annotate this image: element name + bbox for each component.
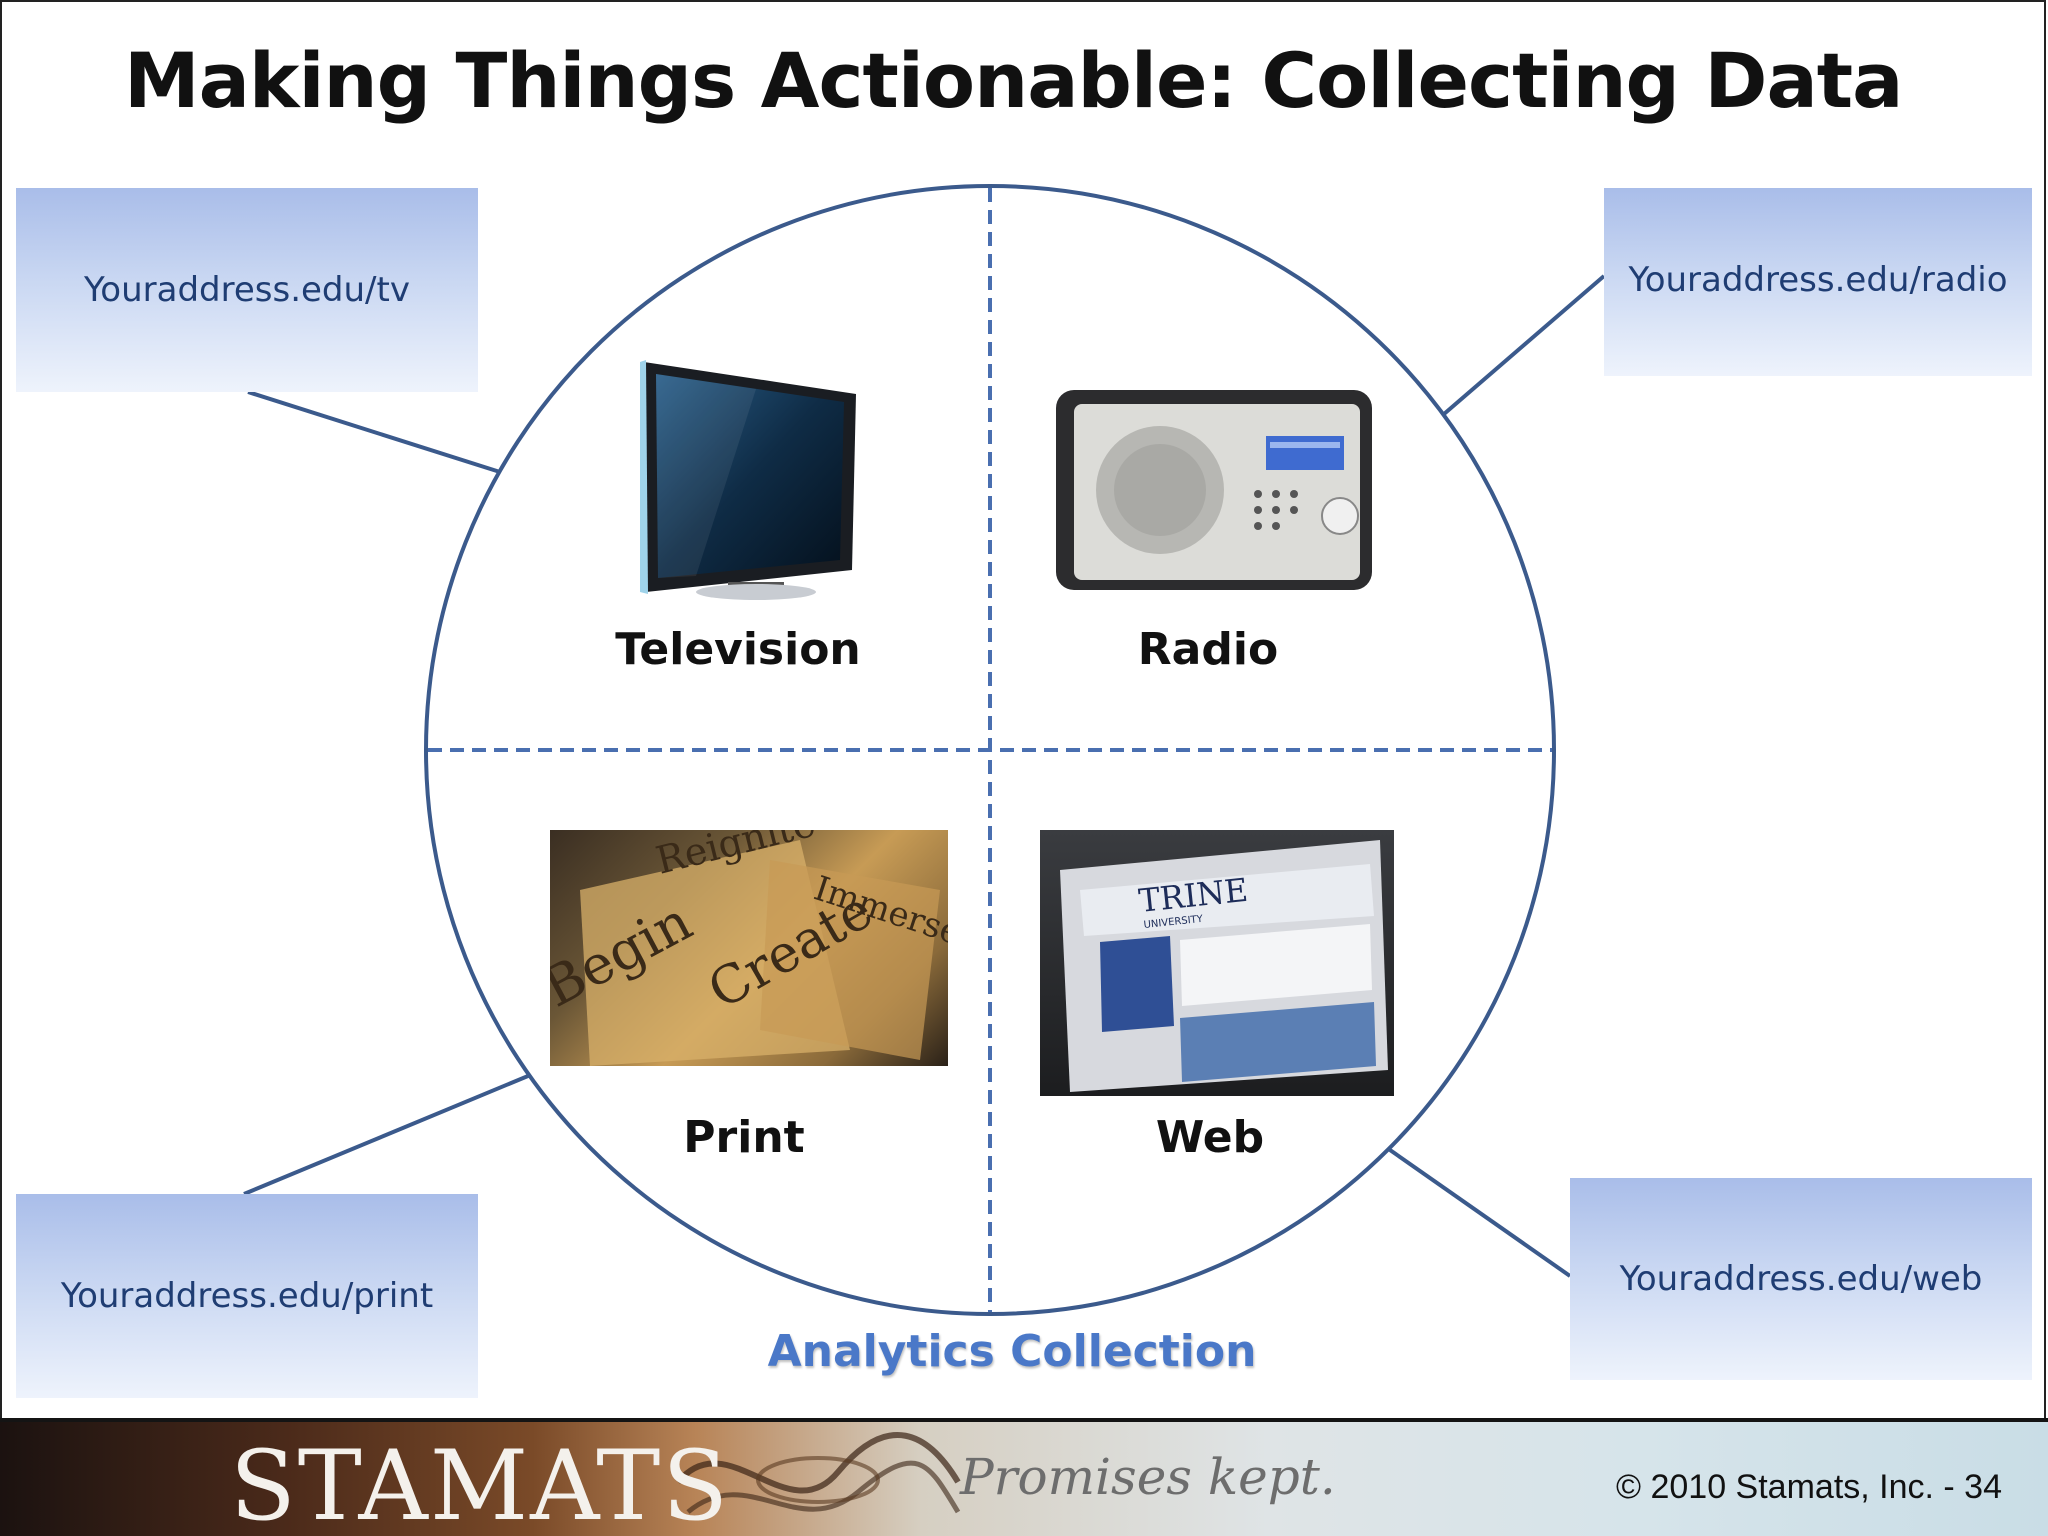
footer-band: STAMATS Promises kept. © 2010 Stamats, I…: [0, 1418, 2048, 1536]
television-image: [636, 356, 862, 602]
url-web[interactable]: Youraddress.edu/web: [1619, 1259, 1983, 1299]
analytics-collection-caption: Analytics Collection: [767, 1326, 1257, 1377]
url-box-web: Youraddress.edu/web: [1570, 1178, 2032, 1380]
label-print: Print: [683, 1112, 805, 1163]
url-tv[interactable]: Youraddress.edu/tv: [84, 270, 410, 310]
connector-tv: [247, 390, 501, 474]
slide-frame: [0, 0, 2046, 1420]
slide-title: Making Things Actionable: Collecting Dat…: [124, 36, 1903, 125]
connector-print: [243, 1074, 529, 1196]
label-web: Web: [1155, 1112, 1265, 1163]
url-radio[interactable]: Youraddress.edu/radio: [1628, 260, 2008, 300]
url-box-print: Youraddress.edu/print: [16, 1194, 478, 1398]
connector-web: [1388, 1148, 1572, 1278]
ornament-icon: [675, 1432, 961, 1514]
label-television: Television: [615, 624, 861, 675]
url-print[interactable]: Youraddress.edu/print: [60, 1276, 434, 1316]
url-box-radio: Youraddress.edu/radio: [1604, 188, 2032, 376]
web-photo: TRINE UNIVERSITY: [1060, 840, 1388, 1092]
print-image: Reignite Immerse Begin Create: [550, 830, 948, 1066]
footer-copyright: © 2010 Stamats, Inc. - 34: [1615, 1468, 2002, 1506]
label-radio: Radio: [1137, 624, 1279, 675]
connector-radio: [1442, 274, 1606, 416]
radio-image: [1052, 384, 1376, 598]
television-icon: [640, 360, 856, 600]
print-photo: Reignite Immerse Begin Create: [550, 830, 948, 1066]
footer-tagline: Promises kept.: [960, 1448, 1336, 1506]
web-image: TRINE UNIVERSITY: [1040, 830, 1394, 1096]
footer-brand: STAMATS: [230, 1430, 731, 1536]
url-box-tv: Youraddress.edu/tv: [16, 188, 478, 392]
radio-icon: [1056, 390, 1372, 590]
